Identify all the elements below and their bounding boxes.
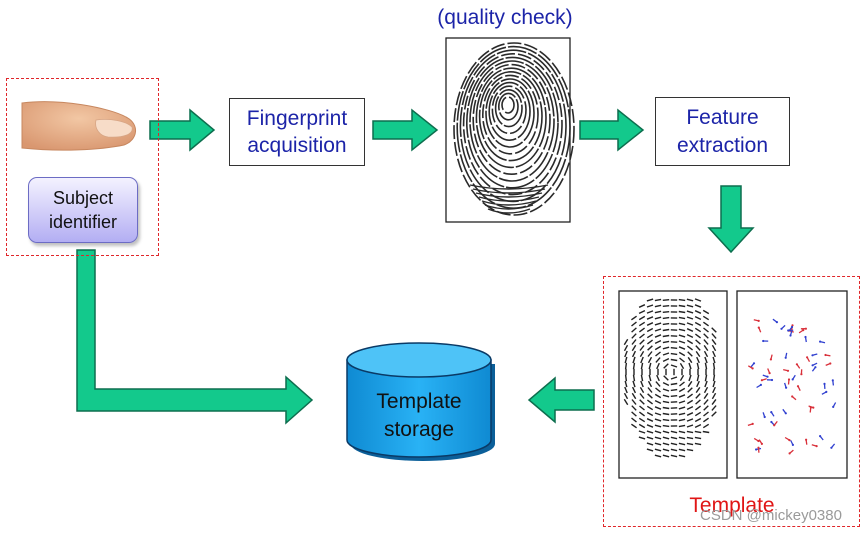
fingerprint-acquisition-label-line1: Fingerprint xyxy=(246,107,348,130)
template-storage-line2: storage xyxy=(383,418,455,441)
arrow-right-2 xyxy=(372,108,439,152)
template-caption: Template xyxy=(689,494,775,517)
feature-extraction-label-line1: Feature xyxy=(686,106,759,129)
template-orientation-field-panel xyxy=(618,290,728,479)
template-minutiae-panel xyxy=(736,290,848,479)
subject-identifier-line1: Subject xyxy=(52,188,114,208)
arrow-right-1 xyxy=(149,108,216,152)
arrow-bent-subject-to-storage xyxy=(76,249,314,425)
template-storage-cylinder xyxy=(346,342,495,461)
template-storage-label: Template storage xyxy=(347,388,491,444)
subject-identifier-line2: identifier xyxy=(48,212,118,232)
watermark-text: CSDN @mickey0380 xyxy=(700,507,842,524)
finger-icon xyxy=(21,101,136,151)
quality-check-label: (quality check) xyxy=(437,6,573,29)
subject-group-border xyxy=(6,78,159,256)
subject-identifier-box: Subject identifier xyxy=(28,177,138,243)
template-storage-line1: Template xyxy=(376,390,462,413)
fingerprint-image xyxy=(445,37,575,223)
feature-extraction-label-line2: extraction xyxy=(676,134,769,157)
arrow-down xyxy=(707,185,755,254)
fingerprint-acquisition-box: Fingerprint acquisition xyxy=(229,98,365,166)
feature-extraction-box: Feature extraction xyxy=(655,97,790,166)
template-group-border xyxy=(603,276,860,527)
arrow-right-3 xyxy=(579,108,645,152)
arrow-left xyxy=(527,376,595,424)
fingerprint-acquisition-label-line2: acquisition xyxy=(247,134,347,157)
